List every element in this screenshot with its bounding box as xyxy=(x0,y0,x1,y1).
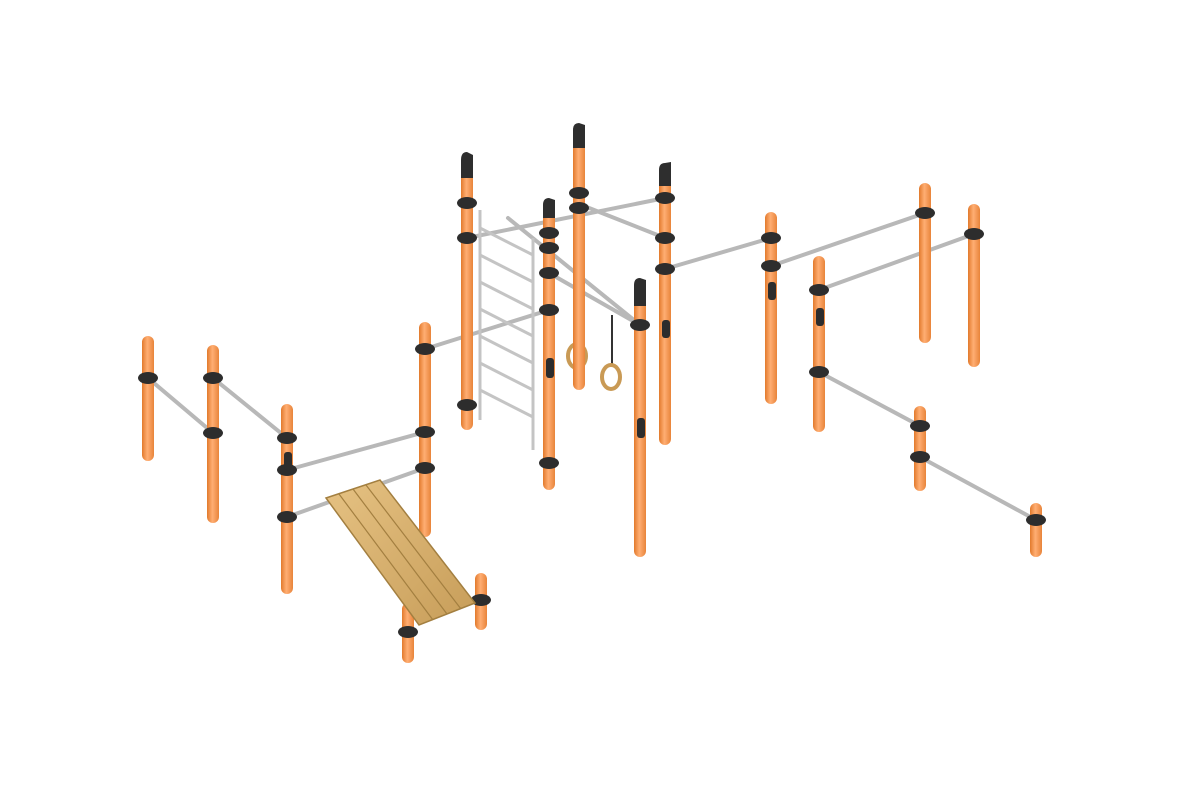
post xyxy=(573,130,585,390)
clamp xyxy=(910,420,930,432)
clamp xyxy=(630,319,650,331)
clamp xyxy=(655,232,675,244)
clamp xyxy=(539,457,559,469)
ring-right xyxy=(600,363,622,391)
bar-low-1 xyxy=(817,370,922,428)
post-cap xyxy=(634,278,646,306)
clamp xyxy=(457,232,477,244)
post xyxy=(914,406,926,491)
bar-top-4 xyxy=(547,271,642,327)
clamp-bracket xyxy=(284,452,292,470)
post xyxy=(659,170,671,445)
clamp xyxy=(1026,514,1046,526)
clamp xyxy=(398,626,418,638)
clamp xyxy=(539,267,559,279)
clamp xyxy=(203,372,223,384)
clamp xyxy=(539,227,559,239)
clamp xyxy=(138,372,158,384)
bench-slat-line xyxy=(352,488,448,615)
post xyxy=(813,256,825,432)
clamp xyxy=(809,366,829,378)
clamp xyxy=(415,426,435,438)
clamp xyxy=(809,284,829,296)
bar-right-1 xyxy=(663,236,773,271)
posts xyxy=(142,130,1042,663)
incline-bench xyxy=(324,479,477,626)
clamp-bracket xyxy=(816,308,824,326)
clamp xyxy=(277,511,297,523)
post xyxy=(142,336,154,461)
bench-slat-line xyxy=(365,484,462,610)
clamp xyxy=(655,192,675,204)
clamp xyxy=(910,451,930,463)
post xyxy=(919,183,931,343)
wall-ladder xyxy=(478,210,535,450)
ladder-rung xyxy=(479,388,534,419)
clamp xyxy=(964,228,984,240)
bar-right-3 xyxy=(817,232,976,292)
bar-top-3 xyxy=(577,202,667,240)
bar-left-2 xyxy=(211,376,289,440)
steel-bars xyxy=(146,196,1038,522)
post xyxy=(765,212,777,404)
clamp xyxy=(539,304,559,316)
post xyxy=(1030,503,1042,557)
clamp xyxy=(457,399,477,411)
post-cap xyxy=(461,152,473,178)
bar-left-1 xyxy=(146,376,215,435)
bar-top-1 xyxy=(465,196,667,240)
bar-mid-1 xyxy=(423,308,551,351)
clamp xyxy=(457,197,477,209)
ladder-rung xyxy=(479,307,534,338)
ladder-rung xyxy=(479,280,534,311)
clamp xyxy=(277,432,297,444)
post-cap xyxy=(659,162,671,186)
bar-low-2 xyxy=(918,455,1038,522)
post-cap xyxy=(543,198,555,218)
post-caps xyxy=(461,123,671,306)
bench-slat-line xyxy=(338,493,434,621)
ladder-rung xyxy=(479,253,534,284)
post xyxy=(281,404,293,594)
clamp xyxy=(203,427,223,439)
clamp xyxy=(569,202,589,214)
clamp xyxy=(415,462,435,474)
clamp xyxy=(761,232,781,244)
bar-dip-upper xyxy=(285,430,427,472)
ladder-rung xyxy=(479,334,534,365)
clamp-bracket xyxy=(546,358,554,378)
clamp-bracket xyxy=(662,320,670,338)
clamp xyxy=(761,260,781,272)
clamp xyxy=(655,263,675,275)
clamp xyxy=(915,207,935,219)
clamp xyxy=(415,343,435,355)
clamps xyxy=(138,187,1046,638)
post xyxy=(968,204,980,367)
clamp xyxy=(539,242,559,254)
post-cap xyxy=(573,123,585,148)
ladder-rung xyxy=(479,361,534,392)
bar-right-2 xyxy=(769,211,927,268)
ladder-rung xyxy=(479,226,534,257)
clamp-bracket xyxy=(637,418,645,438)
post xyxy=(461,160,473,430)
clamp-bracket xyxy=(768,282,776,300)
clamp xyxy=(569,187,589,199)
clamp xyxy=(471,594,491,606)
